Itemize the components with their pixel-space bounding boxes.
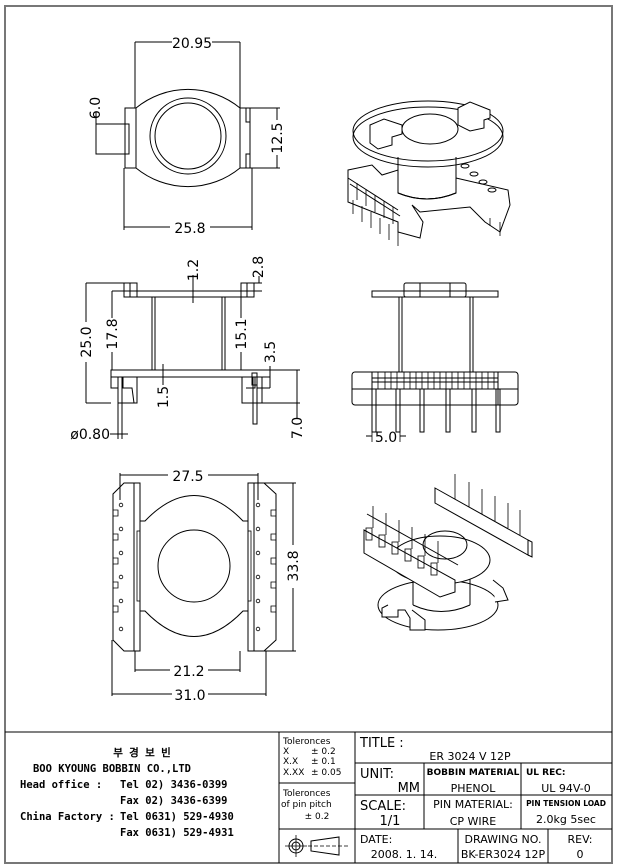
title-value: ER 3024 V 12P: [429, 750, 511, 763]
company-english-name: BOO KYOUNG BOBBIN CO.,LTD: [33, 763, 191, 775]
head-office-tel: Tel 02) 3436-0399: [120, 779, 227, 791]
head-office-label: Head office :: [20, 779, 102, 791]
dim-front-pin-diameter: ø0.80: [70, 427, 110, 443]
dim-top-slot-height: 12.5: [270, 122, 286, 153]
dim-front-tab-top: 2.8: [251, 256, 267, 278]
front-view: 25.0 17.8 1.2 2.8 15.1 3.5 1.5 7.0 ø0.80: [70, 256, 306, 443]
dim-bottom-overall-width: 31.0: [174, 688, 205, 704]
bobbin-material-value: PHENOL: [451, 782, 497, 795]
title-label: TITLE :: [359, 736, 404, 751]
pin-tolerance-heading-1: Toleronces: [282, 789, 331, 799]
tolerances-heading: Toleronces: [282, 737, 331, 747]
dim-front-winding-height: 15.1: [234, 318, 250, 349]
dim-bottom-length: 33.8: [286, 550, 302, 581]
dim-front-pin-length: 7.0: [290, 417, 306, 439]
pin-material-label: PIN MATERIAL:: [433, 798, 513, 811]
unit-value: MM: [398, 781, 420, 796]
date-value: 2008. 1. 14.: [371, 848, 437, 861]
isometric-view-lower: [363, 474, 533, 631]
head-office-fax: Fax 02) 3436-6399: [120, 795, 227, 807]
china-factory-tel: Tel 0631) 529-4930: [120, 811, 234, 823]
dim-front-base-step: 3.5: [263, 341, 279, 363]
side-view: 5.0: [351, 282, 519, 446]
tolerance-fmt-1: X.X: [283, 757, 298, 767]
dim-bottom-inner-width: 21.2: [173, 664, 204, 680]
tolerance-fmt-0: X: [283, 747, 289, 757]
ul-rec-value: UL 94V-0: [541, 782, 591, 795]
pin-tolerance-value: ± 0.2: [305, 812, 330, 822]
title-block: 부 경 보 빈 BOO KYOUNG BOBBIN CO.,LTD Head o…: [5, 731, 612, 863]
china-factory-fax: Fax 0631) 529-4931: [120, 827, 234, 839]
tolerance-val-2: ± 0.05: [311, 768, 341, 778]
rev-label: REV:: [568, 833, 593, 846]
tolerance-val-1: ± 0.1: [311, 757, 336, 767]
drawing-frame: [4, 5, 613, 864]
dim-front-flange-top: 1.2: [186, 259, 202, 281]
dim-side-pin-pitch: 5.0: [375, 430, 397, 446]
pin-tension-label: PIN TENSION LOAD: [526, 799, 606, 808]
dim-front-total-height: 25.0: [79, 326, 95, 357]
bobbin-material-label: BOBBIN MATERIAL: [427, 768, 520, 778]
pin-tolerance-heading-2: of pin pitch: [281, 800, 332, 810]
dim-top-flange-width: 20.95: [172, 36, 212, 52]
pin-material-value: CP WIRE: [450, 815, 497, 828]
dim-top-overall-width: 25.8: [174, 221, 205, 237]
scale-label: SCALE:: [360, 799, 406, 814]
tolerance-fmt-2: X.XX: [283, 768, 304, 778]
china-factory-label: China Factory :: [20, 811, 115, 823]
dim-front-flange-bottom: 1.5: [156, 386, 172, 408]
bottom-view: 27.5 33.8 21.2 31.0: [111, 469, 302, 704]
scale-value: 1/1: [380, 814, 401, 829]
pin-tension-value: 2.0kg 5sec: [536, 813, 596, 826]
rev-value: 0: [577, 848, 584, 861]
unit-label: UNIT:: [360, 767, 394, 782]
dim-bottom-pin-span: 27.5: [172, 469, 203, 485]
company-korean-name: 부 경 보 빈: [113, 746, 171, 759]
drawing-no-label: DRAWING NO.: [465, 833, 542, 846]
date-label: DATE:: [360, 833, 392, 846]
dim-top-tab-height: 6.0: [88, 97, 104, 119]
ul-rec-label: UL REC:: [526, 768, 565, 778]
first-angle-projection-icon: [285, 835, 350, 857]
top-view: 20.95 25.8 6.0 12.5: [88, 36, 286, 237]
drawing-no-value: BK-ER3024 12P: [461, 848, 546, 861]
isometric-view-upper: [347, 100, 511, 246]
tolerance-val-0: ± 0.2: [311, 747, 336, 757]
dim-front-inner-height: 17.8: [105, 318, 121, 349]
